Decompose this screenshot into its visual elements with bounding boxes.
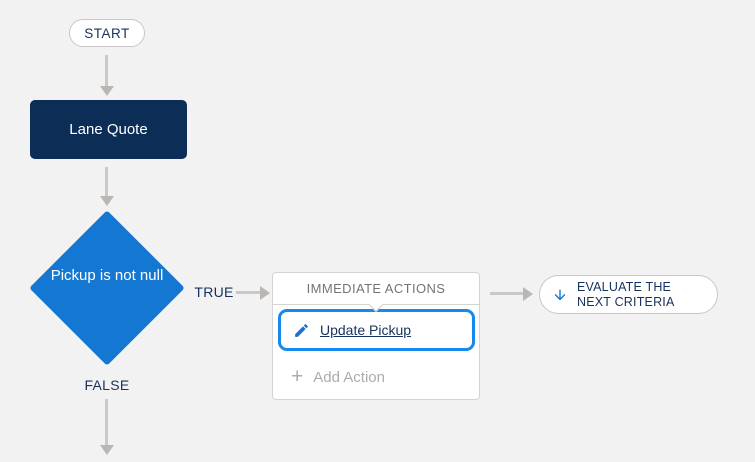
start-label: START xyxy=(84,25,130,41)
evaluate-label: EVALUATE THE NEXT CRITERIA xyxy=(577,279,675,309)
pencil-icon xyxy=(295,323,308,337)
arrow-down-icon xyxy=(554,289,566,300)
connector-object-to-criteria xyxy=(105,167,108,196)
add-action-label: Add Action xyxy=(313,368,385,386)
true-branch-label: TRUE xyxy=(194,284,234,300)
criteria-label: Pickup is not null xyxy=(50,267,164,284)
immediate-actions-header-label: IMMEDIATE ACTIONS xyxy=(306,281,446,296)
immediate-actions-panel: IMMEDIATE ACTIONS Update Pickup + Add Ac… xyxy=(272,272,480,400)
object-node-label: Lane Quote xyxy=(69,121,148,138)
connector-false-down xyxy=(105,399,108,445)
start-node: START xyxy=(69,19,145,47)
false-branch-label: FALSE xyxy=(84,377,130,393)
action-item-update-pickup[interactable]: Update Pickup xyxy=(278,309,475,351)
add-action-button[interactable]: + Add Action xyxy=(291,363,385,391)
connector-start-to-object xyxy=(105,55,108,86)
evaluate-next-criteria-node[interactable]: EVALUATE THE NEXT CRITERIA xyxy=(539,275,718,314)
connector-actions-to-evaluate xyxy=(490,292,523,295)
immediate-actions-header: IMMEDIATE ACTIONS xyxy=(273,273,479,313)
action-link-label[interactable]: Update Pickup xyxy=(320,322,412,338)
connector-true-to-actions xyxy=(236,291,260,294)
plus-icon: + xyxy=(291,365,304,388)
object-node[interactable]: Lane Quote xyxy=(30,100,187,159)
criteria-diamond[interactable] xyxy=(29,210,185,366)
